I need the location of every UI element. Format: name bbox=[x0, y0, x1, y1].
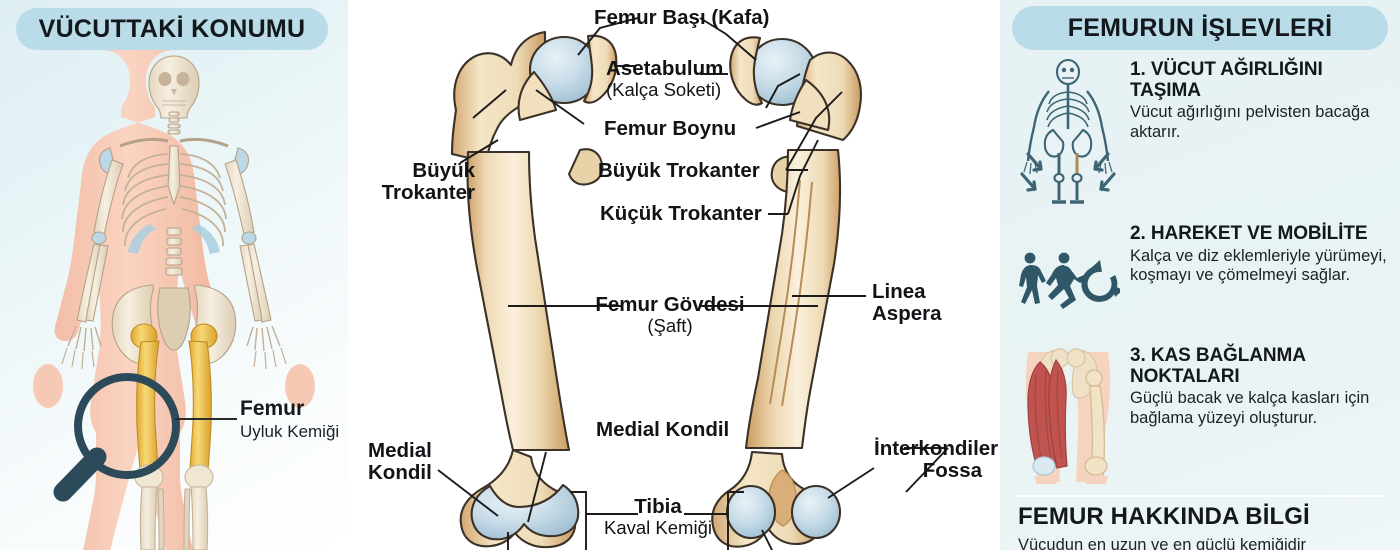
label-acetabulum: Asetabulum (Kalça Soketi) bbox=[606, 57, 724, 101]
function-3-body: Güçlü bacak ve kalça kasları için bağlam… bbox=[1130, 389, 1370, 427]
right-panel: FEMURUN İŞLEVLERİ bbox=[1000, 0, 1400, 550]
label-tibia-sub: Kaval Kemiği bbox=[604, 517, 712, 539]
label-gt-left-line2: Trokanter bbox=[381, 181, 475, 205]
function-2-heading: 2. HAREKET VE MOBİLİTE bbox=[1130, 223, 1368, 244]
label-mc-left-line2: Kondil bbox=[368, 461, 432, 485]
function-item-1: 1. VÜCUT AĞIRLIĞINI TAŞIMA Vücut ağırlığ… bbox=[1014, 58, 1388, 206]
label-medial-condyle-left: Medial Kondil bbox=[368, 439, 458, 485]
center-panel: Femur Başı (Kafa) Asetabulum (Kalça Soke… bbox=[348, 0, 1000, 550]
function-item-3: 3. KAS BAĞLANMA NOKTALARI Güçlü bacak ve… bbox=[1014, 344, 1388, 484]
left-panel-title: VÜCUTTAKİ KONUMU bbox=[38, 14, 306, 43]
leader-lines bbox=[437, 17, 949, 550]
femur-callout-name: Femur bbox=[240, 397, 305, 420]
function-2-text: 2. HAREKET VE MOBİLİTE Kalça ve diz ekle… bbox=[1130, 222, 1388, 312]
label-linea-aspera: Linea Aspera bbox=[872, 280, 942, 326]
label-tibia-main: Tibia bbox=[634, 495, 682, 518]
femur-anatomy-diagram bbox=[437, 17, 949, 550]
label-gt-left-line1: Büyük bbox=[412, 159, 475, 182]
body-skeleton-illustration bbox=[33, 50, 315, 550]
left-panel: VÜCUTTAKİ KONUMU bbox=[0, 0, 348, 550]
function-1-text: 1. VÜCUT AĞIRLIĞINI TAŞIMA Vücut ağırlığ… bbox=[1130, 58, 1388, 206]
label-femur-body-main: Femur Gövdesi bbox=[595, 293, 745, 316]
label-acetabulum-main: Asetabulum bbox=[606, 57, 724, 80]
label-greater-trochanter: Büyük Trokanter bbox=[598, 159, 760, 182]
thigh-muscles-icon bbox=[1014, 344, 1122, 484]
femur-callout-label: Femur Uyluk Kemiği bbox=[240, 397, 348, 442]
femur-callout-subtitle: Uyluk Kemiği bbox=[240, 422, 340, 442]
label-femur-body-sub: (Şaft) bbox=[647, 315, 693, 337]
label-linea-line2: Aspera bbox=[872, 302, 942, 326]
label-medial-condyle-center: Medial Kondil bbox=[596, 418, 730, 441]
function-1-heading: 1. VÜCUT AĞIRLIĞINI TAŞIMA bbox=[1130, 59, 1323, 101]
function-item-2: 2. HAREKET VE MOBİLİTE Kalça ve diz ekle… bbox=[1014, 222, 1388, 312]
label-greater-trochanter-left: Büyük Trokanter bbox=[370, 159, 475, 205]
label-lesser-trochanter: Küçük Trokanter bbox=[600, 202, 762, 225]
function-2-body: Kalça ve diz eklemleriyle yürümeyi, koşm… bbox=[1130, 246, 1387, 284]
label-icf-line1: İnterkondiler bbox=[874, 437, 999, 460]
femur-callout-line bbox=[175, 418, 237, 420]
label-intercondylar-fossa: İnterkondiler Fossa bbox=[874, 437, 999, 483]
label-mc-left-line1: Medial bbox=[368, 439, 432, 462]
label-icf-line2: Fossa bbox=[922, 459, 982, 483]
skeleton-weight-icon bbox=[1014, 58, 1122, 206]
label-femur-neck: Femur Boynu bbox=[604, 117, 737, 140]
label-linea-line1: Linea bbox=[872, 280, 926, 303]
function-3-heading: 3. KAS BAĞLANMA NOKTALARI bbox=[1130, 345, 1306, 387]
right-panel-title: FEMURUN İŞLEVLERİ bbox=[1067, 13, 1333, 42]
label-femur-head: Femur Başı (Kafa) bbox=[594, 6, 770, 29]
info-section-heading: FEMUR HAKKINDA BİLGİ bbox=[1018, 503, 1310, 530]
right-panel-divider bbox=[1016, 495, 1384, 497]
walk-run-cycle-icon bbox=[1014, 222, 1122, 312]
function-3-text: 3. KAS BAĞLANMA NOKTALARI Güçlü bacak ve… bbox=[1130, 344, 1388, 484]
function-1-body: Vücut ağırlığını pelvisten bacağa aktarı… bbox=[1130, 103, 1370, 141]
label-acetabulum-sub: (Kalça Soketi) bbox=[606, 79, 722, 101]
skeleton-overlay bbox=[61, 55, 287, 550]
label-femur-body: Femur Gövdesi (Şaft) bbox=[595, 293, 745, 337]
label-tibia: Tibia Kaval Kemiği bbox=[600, 495, 716, 539]
right-panel-title-pill: FEMURUN İŞLEVLERİ bbox=[1012, 6, 1388, 50]
left-panel-title-pill: VÜCUTTAKİ KONUMU bbox=[16, 8, 328, 50]
info-section-body: Vücudun en uzun ve en güçlü kemiğidir bbox=[1018, 536, 1307, 550]
magnifier-icon bbox=[53, 373, 180, 502]
